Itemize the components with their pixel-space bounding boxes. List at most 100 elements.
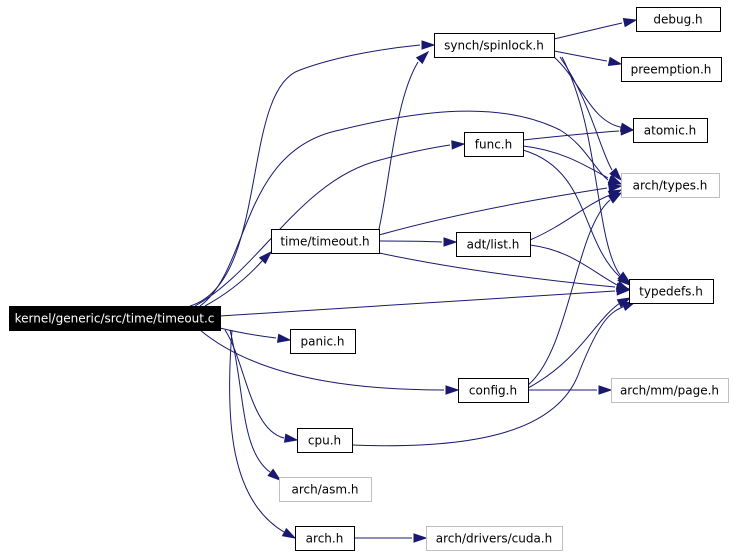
node-config[interactable]: config.h [458, 378, 529, 403]
edge-line [204, 260, 263, 307]
node-asm[interactable]: arch/asm.h [279, 477, 372, 502]
edge-root-to-timeout [204, 250, 273, 307]
arrowhead [276, 333, 292, 343]
edge-spinlock-to-debug [553, 18, 638, 40]
edge-line [522, 149, 621, 278]
node-label: panic.h [301, 335, 345, 349]
edge-line [199, 329, 445, 391]
edge-line [378, 61, 419, 230]
node-box[interactable] [279, 477, 372, 502]
node-label: config.h [469, 384, 517, 398]
node-box[interactable] [271, 229, 380, 254]
edge-root-to-archtypes [199, 110, 623, 307]
node-label: arch/types.h [633, 179, 708, 193]
edge-line [527, 199, 611, 386]
arrowhead [607, 174, 623, 185]
node-mmpage[interactable]: arch/mm/page.h [611, 378, 729, 403]
edge-line [522, 130, 620, 141]
arrowhead [415, 50, 430, 65]
edge-line [194, 144, 451, 307]
edge-func-to-atomic [522, 126, 635, 141]
edge-root-to-cpu [224, 329, 299, 443]
edge-line [219, 327, 277, 339]
arrowhead [283, 433, 299, 443]
arrowhead [598, 385, 613, 395]
edge-line [229, 329, 271, 473]
edge-config-to-archtypes [527, 192, 623, 386]
edge-line [378, 187, 608, 236]
node-func[interactable]: func.h [464, 132, 524, 157]
node-debug[interactable]: debug.h [636, 7, 721, 32]
arrowhead [615, 280, 631, 291]
edge-root-to-arch [229, 329, 297, 539]
node-label: adt/list.h [467, 238, 520, 252]
node-label: arch.h [306, 532, 344, 546]
edge-spinlock-to-preemption [553, 50, 623, 66]
arrowhead [620, 126, 635, 136]
edge-line [219, 290, 616, 317]
node-label: arch/drivers/cuda.h [436, 532, 552, 546]
node-box[interactable] [611, 378, 729, 403]
node-label: synch/spinlock.h [444, 39, 544, 53]
edge-func-to-typedefs [522, 149, 632, 286]
edge-root-to-typedefs [219, 286, 631, 317]
arrowhead [267, 468, 282, 481]
edge-timeout-to-typedefs [378, 252, 631, 292]
node-box[interactable] [434, 33, 555, 58]
node-box[interactable] [9, 306, 221, 331]
node-preemption[interactable]: preemption.h [621, 57, 722, 82]
edge-timeout-to-archtypes [378, 183, 623, 236]
edge-line [189, 44, 421, 307]
node-box[interactable] [458, 378, 529, 403]
node-label: arch/asm.h [292, 483, 359, 497]
arrowhead [607, 192, 623, 204]
node-typedefs[interactable]: typedefs.h [629, 279, 714, 304]
edge-line [199, 110, 609, 307]
edge-line [527, 302, 621, 389]
node-box[interactable] [633, 118, 708, 143]
node-box[interactable] [636, 7, 721, 32]
arrowhead [451, 140, 466, 150]
node-box[interactable] [621, 173, 720, 198]
node-label: typedefs.h [639, 285, 703, 299]
arrowhead [421, 40, 436, 50]
node-cpu[interactable]: cpu.h [297, 428, 353, 453]
edge-line [553, 22, 623, 40]
edge-spinlock-to-archtypes [559, 56, 623, 182]
node-box[interactable] [295, 526, 355, 551]
node-archtypes[interactable]: arch/types.h [621, 173, 720, 198]
edge-func-to-archtypes [522, 145, 623, 185]
node-label: cpu.h [308, 434, 341, 448]
node-label: func.h [475, 138, 512, 152]
node-box[interactable] [621, 57, 722, 82]
edge-timeout-to-spinlock [378, 50, 430, 230]
node-list[interactable]: adt/list.h [456, 232, 531, 257]
arrowhead [607, 183, 623, 193]
node-root[interactable]: kernel/generic/src/time/timeout.c [9, 306, 221, 331]
edge-config-to-mmpage [528, 385, 613, 395]
arrowhead [445, 385, 460, 395]
node-box[interactable] [629, 279, 714, 304]
node-spinlock[interactable]: synch/spinlock.h [434, 33, 555, 58]
edge-list-to-typedefs [529, 244, 631, 291]
edge-line [553, 50, 608, 62]
node-atomic[interactable]: atomic.h [633, 118, 708, 143]
node-box[interactable] [290, 329, 356, 354]
node-box[interactable] [426, 526, 563, 551]
node-panic[interactable]: panic.h [290, 329, 356, 354]
edge-line [522, 145, 609, 179]
edge-line [229, 329, 285, 533]
edge-cpu-to-typedefs [351, 301, 637, 447]
edge-list-to-archtypes [529, 189, 623, 241]
arrowhead [443, 237, 458, 247]
arrowhead [609, 167, 623, 182]
node-timeout[interactable]: time/timeout.h [271, 229, 380, 254]
node-box[interactable] [297, 428, 353, 453]
edge-root-to-spinlock [189, 40, 436, 307]
node-box[interactable] [464, 132, 524, 157]
node-cuda[interactable]: arch/drivers/cuda.h [426, 526, 563, 551]
node-box[interactable] [456, 232, 531, 257]
node-arch[interactable]: arch.h [295, 526, 355, 551]
edge-line [529, 244, 618, 286]
